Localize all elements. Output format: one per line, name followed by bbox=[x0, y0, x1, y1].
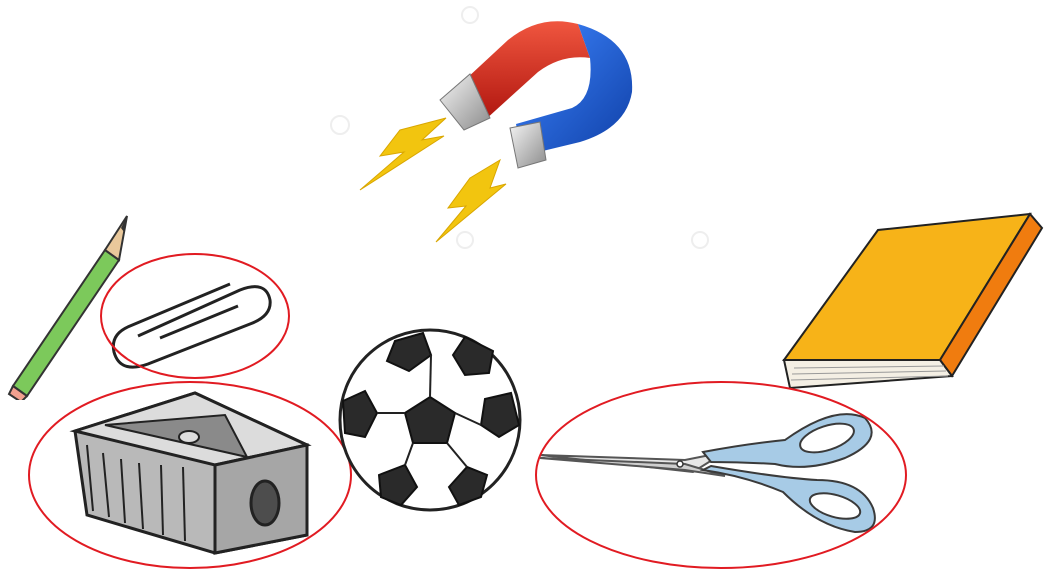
red-circle-highlight bbox=[95, 248, 295, 384]
book-icon bbox=[780, 210, 1045, 395]
lightning-bolt-icon bbox=[360, 118, 446, 190]
red-circle-highlight bbox=[532, 378, 910, 572]
soccer-ball-icon bbox=[335, 325, 525, 515]
lightning-bolt-icon bbox=[436, 160, 506, 242]
horseshoe-magnet-icon bbox=[340, 0, 660, 260]
red-circle-highlight bbox=[25, 378, 355, 572]
